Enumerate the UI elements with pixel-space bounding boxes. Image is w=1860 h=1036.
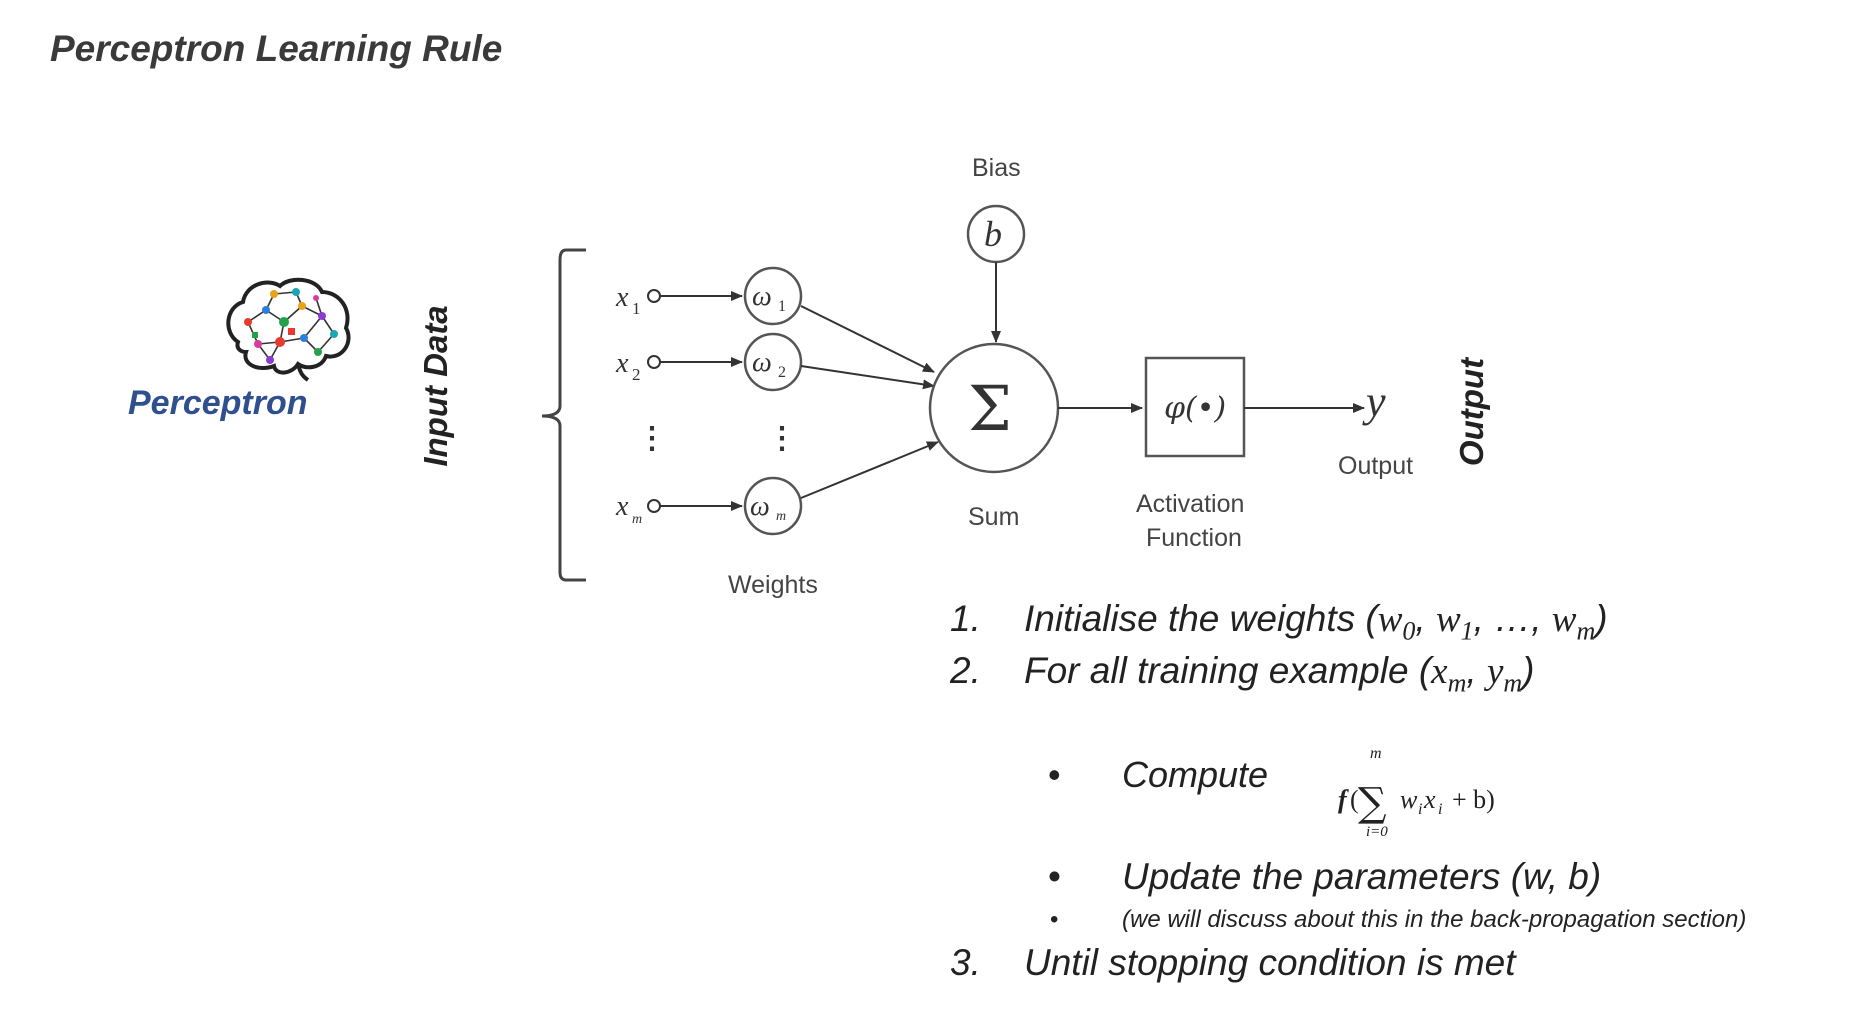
weight-node-1: [743, 266, 803, 326]
input-node-2: [647, 355, 661, 369]
input-x2-subscript: 2: [632, 365, 641, 384]
svg-text:+ b): + b): [1452, 785, 1495, 814]
svg-text:ω: ω: [752, 347, 772, 378]
svg-text:x: x: [1423, 785, 1436, 814]
weights-caption: Weights: [728, 571, 818, 599]
svg-text:2: 2: [778, 364, 786, 381]
page-title: Perceptron Learning Rule: [50, 28, 503, 69]
svg-text:w: w: [1400, 785, 1418, 814]
svg-text:i=0: i=0: [1366, 824, 1388, 840]
svg-text:ω: ω: [750, 491, 770, 522]
step-1: 1.Initialise the weights (w0, w1, …, wm): [950, 598, 1608, 646]
input-xm: x: [615, 491, 629, 522]
step-3: 3.Until stopping condition is met: [950, 942, 1516, 983]
weight-node-m: [743, 476, 803, 536]
svg-text:b: b: [984, 214, 1002, 254]
svg-text:φ(•): φ(•): [1164, 391, 1226, 426]
input-x1-subscript: 1: [632, 299, 641, 318]
svg-text:Σ: Σ: [968, 372, 1012, 445]
input-x1: x: [615, 282, 629, 313]
svg-text:i: i: [1438, 801, 1442, 818]
compute-formula: f ( m ∑ i=0 w i x i + b): [1338, 745, 1495, 840]
input-node-m: [647, 499, 661, 513]
input-row-1: x 1 ω 1: [615, 266, 803, 326]
sum-caption: Sum: [968, 503, 1019, 531]
input-row-m: x m ω m: [615, 476, 803, 536]
svg-text:1: 1: [778, 298, 786, 315]
input-xm-subscript: m: [632, 512, 642, 527]
input-x2: x: [615, 348, 629, 379]
svg-text:m: m: [776, 509, 786, 524]
brain-network-icon: [226, 277, 351, 382]
step-2: 2.For all training example (xm, ym): [950, 650, 1535, 698]
activation-caption-line1: Activation: [1136, 490, 1244, 518]
perceptron-label: Perceptron: [128, 384, 308, 422]
svg-text:f: f: [1338, 785, 1349, 814]
input-row-2: x 2 ω 2: [615, 332, 803, 392]
output-caption: Output: [1338, 452, 1413, 480]
svg-text:i: i: [1418, 801, 1422, 818]
activation-caption-line2: Function: [1146, 524, 1242, 552]
inputs-ellipsis: ⋮: [637, 422, 667, 455]
weights-ellipsis: ⋮: [767, 422, 797, 455]
svg-text:m: m: [1370, 745, 1382, 762]
bullet-note: •(we will discuss about this in the back…: [1050, 906, 1747, 933]
input-brace: [541, 248, 586, 582]
svg-text:ω: ω: [752, 281, 772, 312]
bullet-compute: •Compute: [1048, 754, 1269, 795]
activation-node: [1144, 356, 1246, 458]
bias-caption: Bias: [972, 154, 1021, 182]
input-node-1: [647, 289, 661, 303]
svg-text:∑: ∑: [1358, 780, 1387, 826]
bullet-update: •Update the parameters (w, b): [1048, 856, 1602, 897]
output-symbol: y: [1362, 377, 1386, 426]
svg-text:(: (: [1350, 785, 1359, 814]
weight-node-2: [743, 332, 803, 392]
